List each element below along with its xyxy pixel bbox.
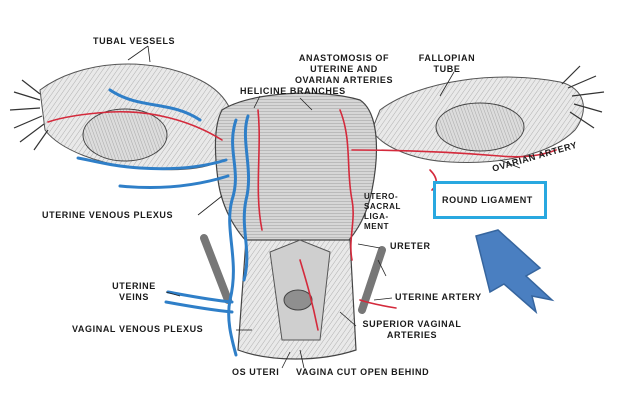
left-ovary bbox=[82, 108, 168, 162]
label-uterine-veins: UTERINE VEINS bbox=[104, 281, 164, 303]
right-fimbriae bbox=[561, 65, 605, 129]
label-uterosacral-line1: UTERO- bbox=[364, 192, 399, 201]
label-anastomosis-line3: OVARIAN ARTERIES bbox=[294, 75, 394, 85]
label-superior-vaginal-arteries: SUPERIOR VAGINAL ARTERIES bbox=[352, 319, 472, 341]
label-uterine-artery: UTERINE ARTERY bbox=[395, 292, 482, 302]
label-uterine-veins-line2: VEINS bbox=[118, 292, 149, 302]
label-uterine-veins-line1: UTERINE bbox=[112, 281, 156, 291]
arteries bbox=[47, 109, 557, 331]
leader-lines bbox=[127, 45, 521, 369]
label-ureter: URETER bbox=[390, 241, 431, 251]
label-anastomosis-line2: UTERINE AND bbox=[310, 64, 378, 74]
round-ligament-highlight-box: ROUND LIGAMENT bbox=[433, 181, 547, 219]
label-superior-vaginal-line2: ARTERIES bbox=[386, 330, 438, 340]
label-os-uteri: OS UTERI bbox=[232, 367, 280, 377]
label-anastomosis: ANASTOMOSIS OF UTERINE AND OVARIAN ARTER… bbox=[284, 53, 404, 86]
uterine-venous-plexus bbox=[76, 88, 251, 357]
label-fallopian-line1: FALLOPIAN bbox=[418, 53, 476, 63]
label-helicine-branches: HELICINE BRANCHES bbox=[240, 86, 346, 96]
label-round-ligament: ROUND LIGAMENT bbox=[442, 195, 533, 205]
os-uteri-opening bbox=[283, 289, 313, 311]
pointer-arrow bbox=[475, 229, 555, 315]
label-uterosacral-line3: LIGA- bbox=[364, 212, 389, 221]
left-ureter bbox=[200, 234, 232, 304]
label-superior-vaginal-line1: SUPERIOR VAGINAL bbox=[362, 319, 462, 329]
label-fallopian-tube: FALLOPIAN TUBE bbox=[412, 53, 482, 75]
label-uterine-venous-plexus: UTERINE VENOUS PLEXUS bbox=[42, 210, 174, 220]
label-uterosacral-ligament: UTERO- SACRAL LIGA- MENT bbox=[364, 192, 401, 232]
label-uterosacral-line4: MENT bbox=[364, 222, 390, 231]
label-tubal-vessels: TUBAL VESSELS bbox=[93, 36, 176, 46]
label-uterosacral-line2: SACRAL bbox=[364, 202, 401, 211]
label-vaginal-venous-plexus: VAGINAL VENOUS PLEXUS bbox=[72, 324, 204, 334]
left-fimbriae bbox=[9, 79, 49, 151]
right-ureter bbox=[358, 246, 386, 314]
label-anastomosis-line1: ANASTOMOSIS OF bbox=[298, 53, 390, 63]
label-vagina-cut-open: VAGINA CUT OPEN BEHIND bbox=[296, 367, 430, 377]
right-ovary bbox=[435, 102, 525, 152]
label-fallopian-line2: TUBE bbox=[433, 64, 461, 74]
